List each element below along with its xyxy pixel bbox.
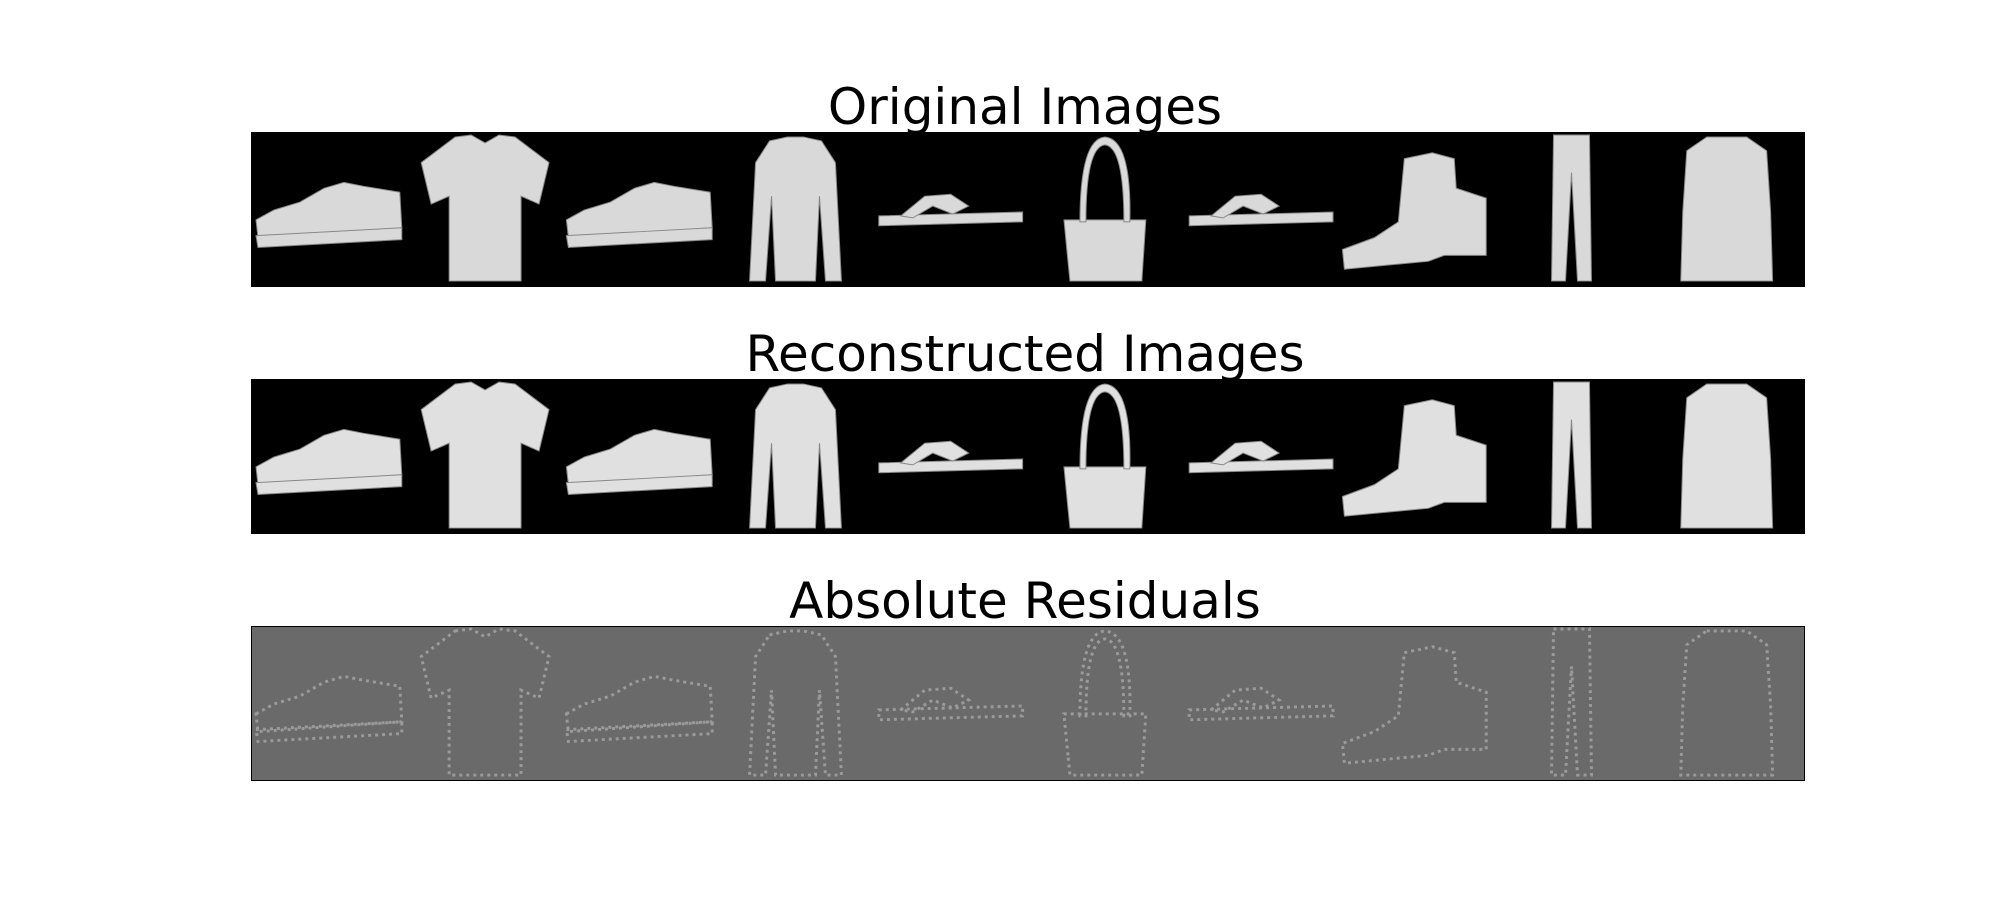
- thumbnail-shirt: [1679, 629, 1775, 777]
- thumbnail-sandal: [1187, 686, 1335, 722]
- image-strip-reconstructed: [251, 379, 1805, 534]
- thumbnail-coat: [749, 383, 842, 529]
- panel-title-original: Original Images: [827, 78, 1223, 136]
- thumbnail-sneaker: [254, 674, 404, 744]
- strip-svg: [252, 627, 1804, 780]
- strip-background: [252, 627, 1804, 780]
- thumbnail-sneaker: [255, 181, 403, 249]
- thumbnail-tshirt: [420, 381, 550, 529]
- thumbnail-coat: [749, 136, 842, 282]
- thumbnail-bag: [1063, 383, 1147, 529]
- thumbnail-boot: [1340, 645, 1488, 765]
- thumbnail-sneaker: [255, 428, 403, 496]
- thumbnail-sandal: [877, 686, 1025, 722]
- thumbnail-tshirt: [420, 134, 550, 282]
- strip-svg: [252, 380, 1804, 533]
- thumbnail-sandal: [1188, 440, 1334, 474]
- thumbnail-sandal: [878, 440, 1024, 474]
- image-strip-residuals: [251, 626, 1805, 781]
- thumbnail-sneaker: [564, 674, 714, 744]
- thumbnail-coat: [747, 629, 844, 777]
- image-strip-original: [251, 132, 1805, 287]
- panel-title-residuals: Absolute Residuals: [789, 572, 1261, 630]
- thumbnail-shirt: [1680, 383, 1774, 529]
- thumbnail-sandal: [1188, 193, 1334, 227]
- panel-title-reconstructed: Reconstructed Images: [745, 325, 1305, 383]
- thumbnail-trouser: [1550, 627, 1593, 777]
- thumbnail-boot: [1341, 152, 1487, 270]
- thumbnail-trouser: [1551, 381, 1592, 529]
- thumbnail-bag: [1063, 136, 1147, 282]
- thumbnail-sneaker: [565, 428, 713, 496]
- thumbnail-sneaker: [565, 181, 713, 249]
- thumbnail-boot: [1341, 399, 1487, 517]
- thumbnail-sandal: [878, 193, 1024, 227]
- thumbnail-trouser: [1551, 134, 1592, 282]
- strip-svg: [252, 133, 1804, 286]
- thumbnail-bag: [1062, 629, 1148, 777]
- thumbnail-shirt: [1680, 136, 1774, 282]
